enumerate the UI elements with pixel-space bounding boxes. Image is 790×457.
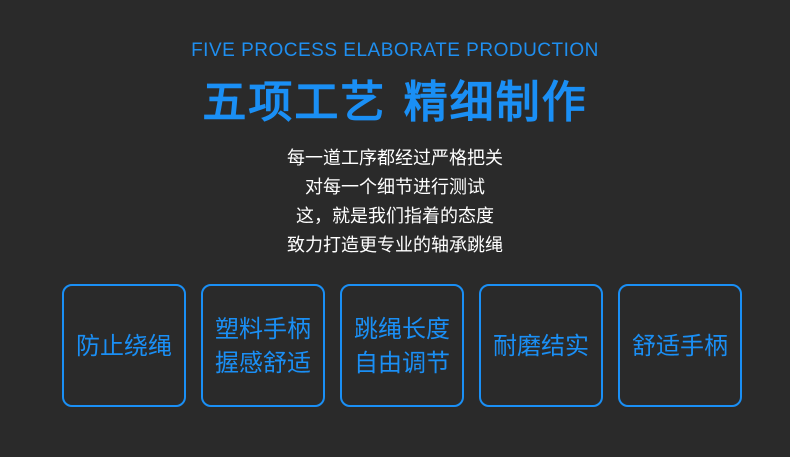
feature-card-label: 防止绕绳 <box>76 331 172 360</box>
feature-card-durable: 耐磨结实 <box>479 284 603 407</box>
description-line: 这，就是我们指着的态度 <box>296 206 494 227</box>
feature-cards: 防止绕绳 塑料手柄 握感舒适 跳绳长度 自由调节 耐磨结实 舒适手柄 <box>62 284 744 409</box>
description-line: 每一道工序都经过严格把关 <box>287 148 503 169</box>
feature-card-label: 耐磨结实 <box>493 331 589 360</box>
feature-card-label: 握感舒适 <box>215 348 311 377</box>
feature-card-anti-tangle: 防止绕绳 <box>62 284 186 407</box>
feature-card-label: 跳绳长度 <box>354 314 450 343</box>
description-line: 对每一个细节进行测试 <box>305 177 485 198</box>
feature-card-label: 自由调节 <box>354 348 450 377</box>
description-block: 每一道工序都经过严格把关 对每一个细节进行测试 这，就是我们指着的态度 致力打造… <box>0 144 790 260</box>
feature-card-plastic-handle: 塑料手柄 握感舒适 <box>201 284 325 407</box>
english-subtitle: FIVE PROCESS ELABORATE PRODUCTION <box>191 40 599 61</box>
feature-card-comfort-handle: 舒适手柄 <box>618 284 742 407</box>
feature-card-label: 塑料手柄 <box>215 314 311 343</box>
description-line: 致力打造更专业的轴承跳绳 <box>287 235 503 256</box>
feature-card-label: 舒适手柄 <box>632 331 728 360</box>
feature-card-adjustable-length: 跳绳长度 自由调节 <box>340 284 464 407</box>
page-title: 五项工艺 精细制作 <box>202 77 588 128</box>
